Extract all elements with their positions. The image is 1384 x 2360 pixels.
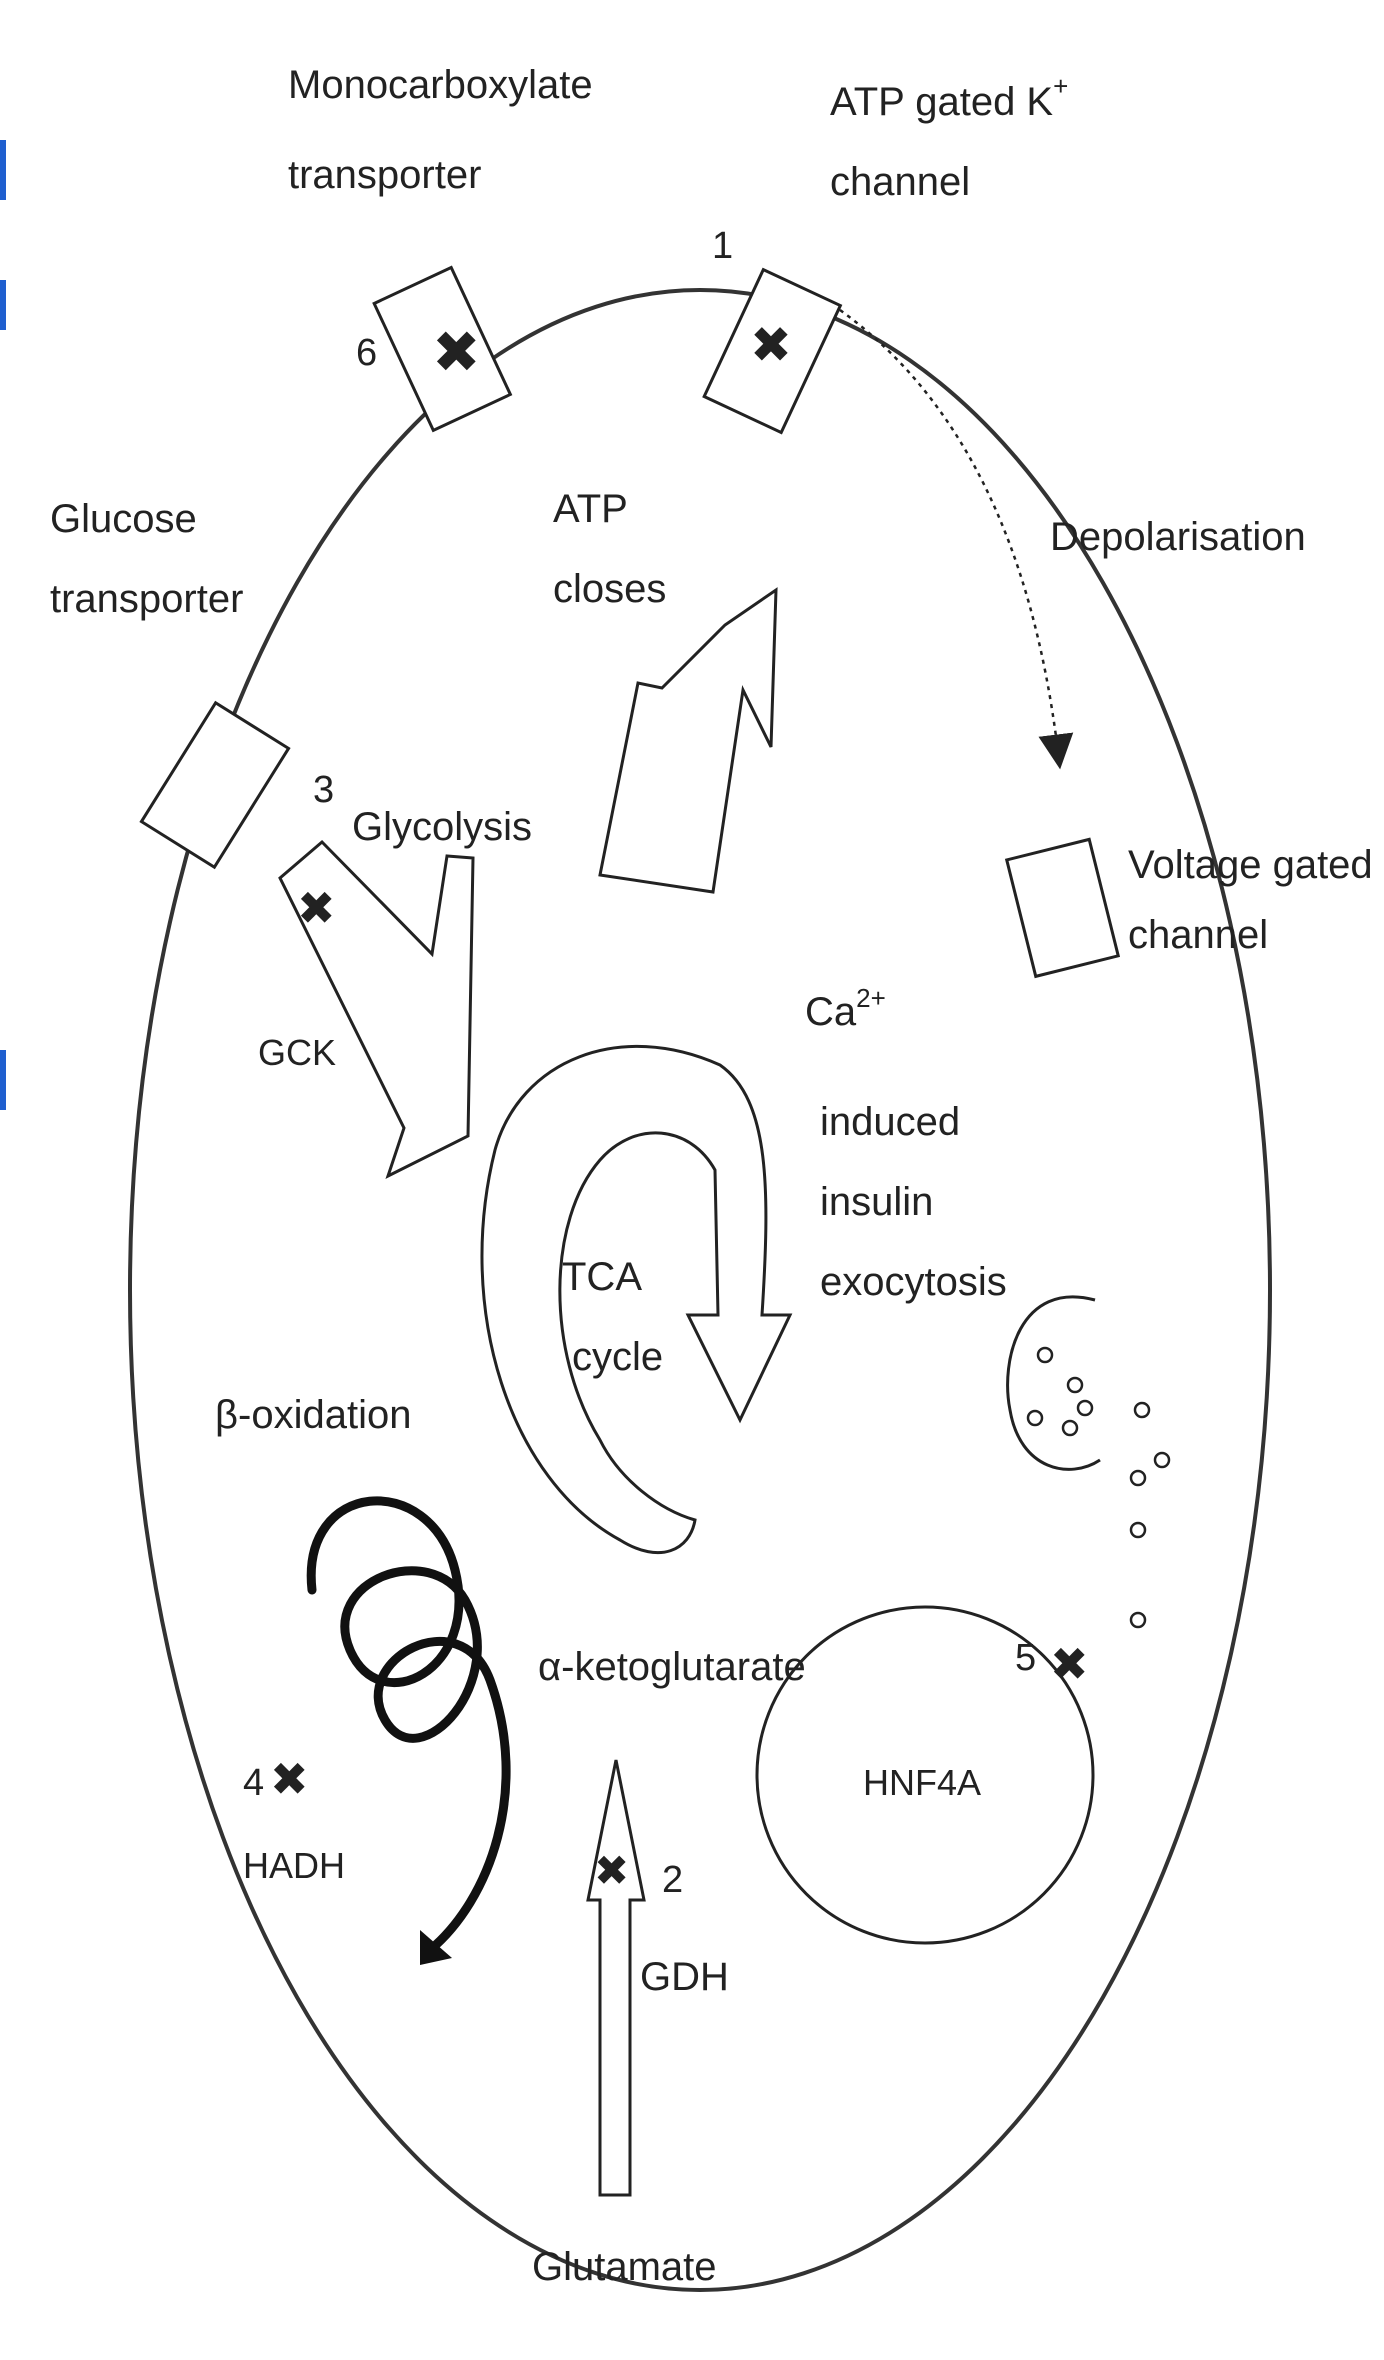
defect-number-4: 4	[243, 1762, 264, 1804]
label-glycolysis: Glycolysis	[352, 805, 532, 849]
label-monocarboxylate-2: transporter	[288, 153, 481, 197]
label-voltage-gated: Voltage gated Ca2	[1128, 835, 1384, 887]
label-channel-k: channel	[830, 160, 970, 204]
label-insulin: insulin	[820, 1180, 933, 1224]
label-closes: closes	[553, 567, 666, 611]
label-atp-gated-k-text: ATP gated K	[830, 80, 1053, 124]
exocytosis-pocket	[1008, 1297, 1100, 1470]
label-atp: ATP	[553, 487, 628, 531]
label-gdh: GDH	[640, 1955, 729, 1999]
label-exocytosis: exocytosis	[820, 1260, 1007, 1304]
defect-number-2: 2	[662, 1859, 683, 1901]
defect-mark-3: ✖	[297, 881, 336, 935]
label-depolarisation: Depolarisation	[1050, 515, 1306, 559]
defect-mark-4: ✖	[270, 1752, 309, 1806]
label-induced: induced	[820, 1100, 960, 1144]
defect-number-3: 3	[313, 769, 334, 811]
defect-number-6: 6	[356, 332, 377, 374]
label-monocarboxylate: Monocarboxylate	[288, 63, 593, 107]
label-ca-text: Ca	[805, 990, 857, 1034]
label-glutamate: Glutamate	[532, 2245, 717, 2289]
defect-mark-5: ✖	[1050, 1637, 1089, 1691]
label-voltage-gated-text: Voltage gated Ca	[1128, 843, 1384, 887]
insulin-granules	[1028, 1348, 1169, 1627]
label-hnf4a: HNF4A	[863, 1762, 981, 1803]
label-hadh: HADH	[243, 1845, 345, 1886]
defect-mark-1: ✖	[750, 316, 792, 374]
glucose-transporter-box	[141, 703, 288, 867]
label-tca: TCA	[562, 1255, 642, 1299]
defect-number-1: 1	[712, 225, 733, 267]
depolarisation-arrow	[840, 310, 1058, 752]
atp-arrow	[600, 590, 776, 892]
tca-cycle-arrow	[482, 1046, 790, 1552]
defect-mark-6: ✖	[432, 318, 481, 386]
label-voltage-channel: channel	[1128, 913, 1268, 957]
gdh-arrow	[588, 1760, 644, 2195]
label-alpha-ketoglutarate: α-ketoglutarate	[538, 1645, 806, 1689]
label-atp-gated-k: ATP gated K+	[830, 71, 1068, 124]
defect-mark-2: ✖	[594, 1846, 629, 1895]
label-beta-oxidation: β-oxidation	[215, 1393, 411, 1437]
label-ca: Ca2+	[805, 983, 886, 1034]
label-gck: GCK	[258, 1032, 336, 1073]
voltage-gated-ca-channel-box	[1007, 839, 1119, 976]
label-cycle: cycle	[572, 1335, 663, 1379]
label-atp-gated-k-superscript: +	[1053, 71, 1068, 101]
label-glucose-transporter: transporter	[50, 577, 243, 621]
defect-number-5: 5	[1015, 1637, 1036, 1679]
label-glucose: Glucose	[50, 497, 197, 541]
label-ca-superscript: 2+	[856, 983, 886, 1013]
